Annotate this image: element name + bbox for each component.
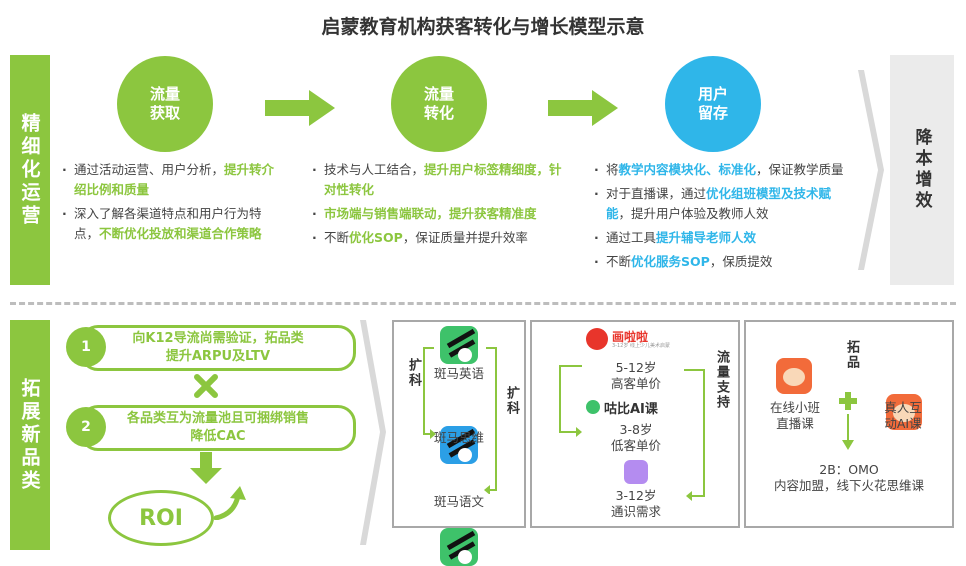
chevron-right-icon (858, 70, 884, 270)
stage-circle-convert: 流量 转化 (391, 56, 487, 152)
expand-label-left: 扩科 (406, 358, 421, 388)
panel-hualala: 画啦啦 3-12岁 线上少儿美术启蒙 5-12岁 高客单价 咕比AI课 3-8岁… (530, 320, 740, 528)
traffic-support-label: 流量支持 (714, 350, 729, 410)
stage-circle-acquire: 流量 获取 (117, 56, 213, 152)
gubi-icon (586, 400, 600, 414)
list-item: 市场端与销售端联动，提升获客精准度 (310, 204, 572, 224)
spark-left-label: 在线小班 直播课 (769, 400, 820, 431)
spark-monkey-icon-right (886, 394, 922, 430)
bracket-arrow-icon (484, 347, 497, 494)
list-item: 对于直播课，通过优化组班模型及技术赋能，提升用户体验及教师人效 (592, 184, 854, 224)
hualala-logo-text: 画啦啦 (612, 330, 649, 344)
bracket-arrow-icon (684, 369, 705, 501)
gubi-item: 3-8岁 低客单价 (610, 422, 661, 453)
list-item: 通过活动运营、用户分析，提升转介绍比例和质量 (60, 160, 282, 200)
side-label-new-category: 拓展新品类 (10, 320, 50, 550)
step-number-1: 1 (66, 327, 106, 367)
gubi-label: 咕比AI课 (604, 402, 658, 417)
list-item: 将教学内容模块化、标准化，保证教学质量 (592, 160, 854, 180)
side-label-operations: 精细化运营 (10, 55, 50, 285)
roi-label: ROI (139, 505, 183, 531)
spark-footer: 2B：OMO 内容加盟，线下火花思维课 (773, 462, 924, 493)
multiply-icon (194, 374, 218, 398)
arrow-down-icon (842, 414, 854, 450)
expand-category-label: 拓品 (844, 340, 859, 370)
section-divider (10, 302, 956, 305)
stage-bullets-acquire: 通过活动运营、用户分析，提升转介绍比例和质量 深入了解各渠道特点和用户行为特点，… (60, 160, 282, 248)
chevron-right-icon (360, 320, 386, 545)
bracket-arrow-icon (559, 365, 582, 437)
zebra-chinese-app-icon (440, 528, 478, 566)
step-pill-2: 各品类互为流量池且可捆绑销售 降低CAC (80, 405, 356, 451)
page-title: 启蒙教育机构获客转化与增长模型示意 (321, 16, 645, 38)
panel-zebra: 扩科 扩科 斑马英语 斑马思维 斑马语文 (392, 320, 526, 566)
roi-ellipse: ROI (108, 490, 214, 546)
zebra-math-label: 斑马思维 (433, 430, 484, 445)
arrow-right-icon (265, 90, 335, 126)
gubi-logo: 咕比AI课 (586, 398, 696, 417)
arrow-right-icon (548, 90, 618, 126)
zebra-english-app-icon (440, 326, 478, 364)
right-label-cost: 降本增效 (890, 55, 954, 285)
list-item: 技术与人工结合，提升用户标签精细度，针对性转化 (310, 160, 572, 200)
hualala-mascot-icon (586, 328, 608, 350)
spark-right-label: 真人互 动AI课 (884, 400, 922, 431)
list-item: 通过工具提升辅导老师人效 (592, 228, 854, 248)
zebra-english-label: 斑马英语 (433, 366, 484, 381)
plus-icon (839, 392, 857, 410)
list-item: 不断优化服务SOP，保质提效 (592, 252, 854, 272)
bracket-arrow-icon (423, 347, 436, 439)
hualala-logo: 画啦啦 3-12岁 线上少儿美术启蒙 (586, 328, 686, 352)
stage-bullets-retain: 将教学内容模块化、标准化，保证教学质量 对于直播课，通过优化组班模型及技术赋能，… (592, 160, 854, 276)
step-pill-1: 向K12导流尚需验证，拓品类 提升ARPU及LTV (80, 325, 356, 371)
spark-monkey-icon-left (776, 358, 812, 394)
stage-bullets-convert: 技术与人工结合，提升用户标签精细度，针对性转化 市场端与销售端联动，提升获客精准… (310, 160, 572, 252)
zebra-chinese-label: 斑马语文 (433, 494, 484, 509)
zebra-math-app-icon (440, 426, 478, 464)
panel-spark: 在线小班 直播课 拓品 真人互 动AI课 2B：OMO 内容加盟，线下火花思维课 (744, 320, 954, 528)
expand-label-right: 扩科 (504, 386, 519, 416)
general-course-icon (624, 460, 648, 484)
stage-circle-retain: 用户 留存 (665, 56, 761, 152)
general-item: 3-12岁 通识需求 (610, 488, 661, 519)
hualala-item-1: 5-12岁 高客单价 (610, 360, 661, 391)
arrow-down-icon (190, 452, 222, 484)
curve-arrow-up-icon (214, 486, 246, 520)
list-item: 深入了解各渠道特点和用户行为特点，不断优化投放和渠道合作策略 (60, 204, 282, 244)
hualala-logo-sub: 3-12岁 线上少儿美术启蒙 (612, 343, 670, 349)
step-number-2: 2 (66, 407, 106, 447)
list-item: 不断优化SOP，保证质量并提升效率 (310, 228, 572, 248)
